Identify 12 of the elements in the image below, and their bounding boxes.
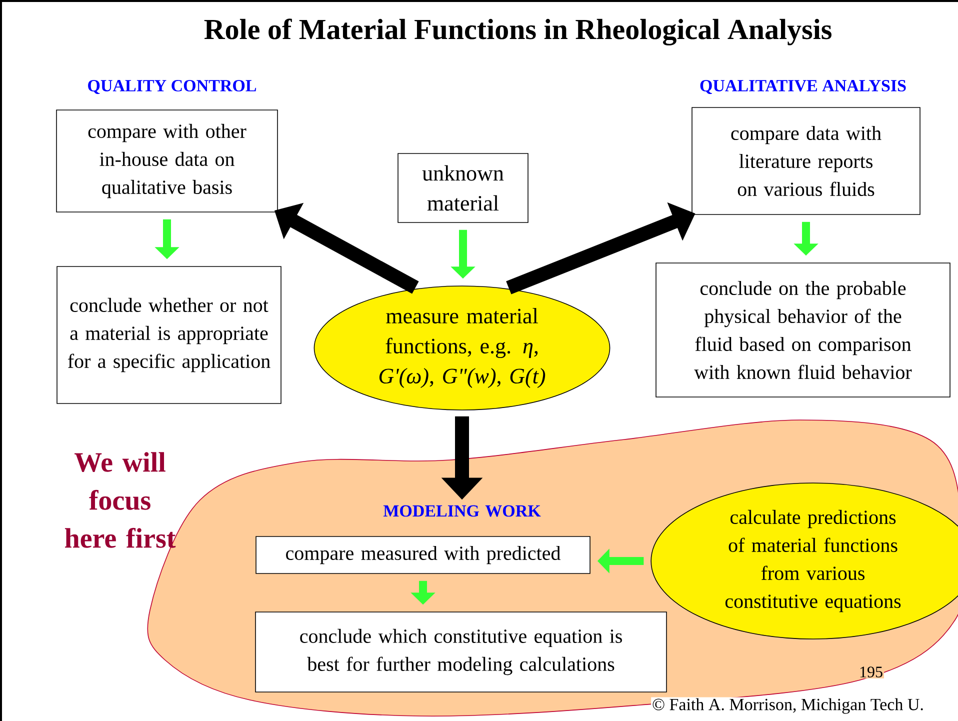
text-box: conclude which constitutive equation is best for further modeling calculations	[255, 612, 667, 692]
page-number: 195	[858, 666, 884, 678]
title: Role of Material Functions in Rheological Analysis	[204, 18, 832, 46]
text-box: conclude whether or not a material is appropriate for a specific application	[56, 266, 282, 404]
copyright-note: © Faith A. Morrison, Michigan Tech U.	[651, 697, 925, 715]
section-heading: QUALITATIVE ANALYSIS	[700, 80, 906, 94]
text-box: compare measured with predicted	[256, 536, 590, 574]
text-box: conclude on the probable physical behavior of the fluid based on comparison with known fluid behavior	[656, 262, 950, 398]
section-heading: QUALITY CONTROL	[88, 80, 256, 94]
text-box: compare data with literature reports on various fluids	[692, 107, 920, 215]
text-box: unknown material	[398, 153, 528, 223]
text-box: compare with other in-house data on qualitative basis	[56, 110, 278, 212]
